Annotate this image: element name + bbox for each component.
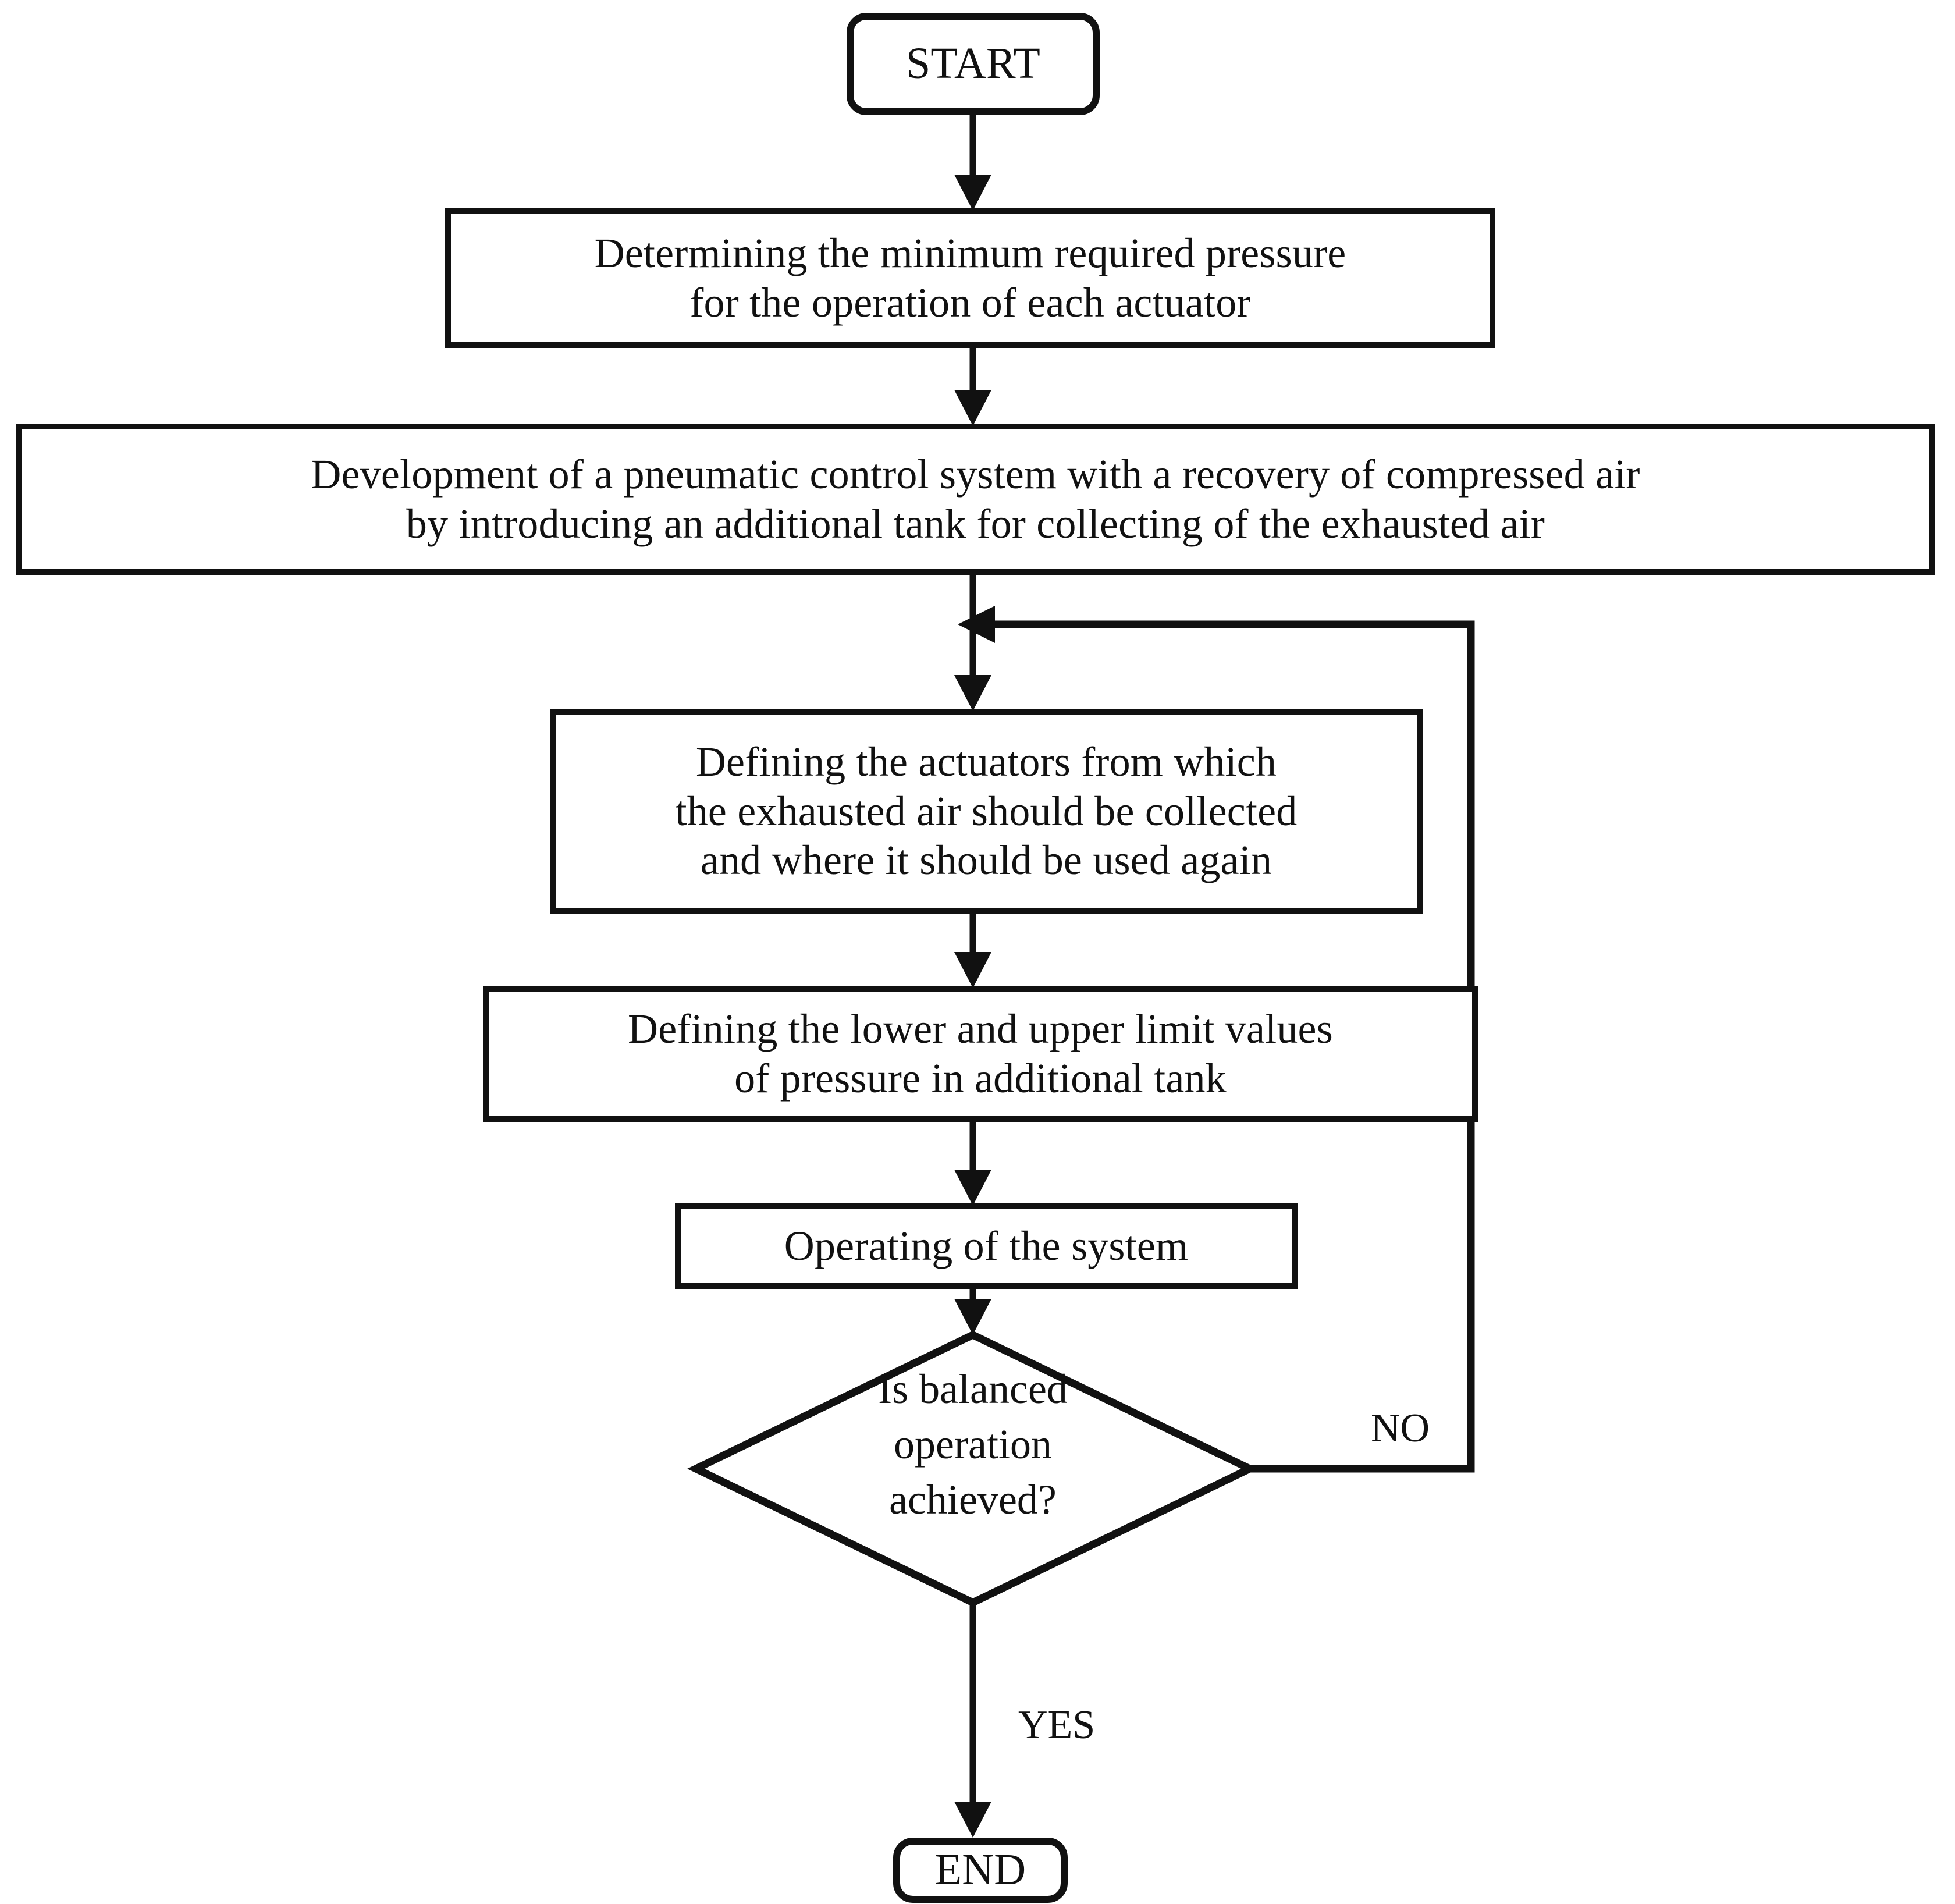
node-defining-actuators[interactable]: Defining the actuators from which the ex… <box>550 709 1423 914</box>
node-defining-actuators-label: Defining the actuators from which the ex… <box>556 737 1417 886</box>
connector-define-limits-to-operating <box>954 1122 991 1206</box>
node-defining-pressure-limits-label: Defining the lower and upper limit value… <box>489 1004 1472 1103</box>
connector-min-pressure-to-development <box>954 348 991 426</box>
text-line-1: Defining the lower and upper limit value… <box>628 1006 1333 1053</box>
connector-decision-yes-to-end <box>954 1603 991 1838</box>
connector-development-to-define-actuators <box>954 575 991 711</box>
edge-label-no: NO <box>1371 1406 1430 1451</box>
text-line-1: Determining the minimum required pressur… <box>594 230 1346 277</box>
node-end[interactable]: END <box>893 1838 1068 1903</box>
node-end-label: END <box>934 1845 1026 1895</box>
node-start-label: START <box>905 39 1041 88</box>
edge-label-yes: YES <box>1018 1703 1096 1747</box>
decision-diamond-shape <box>687 1330 1259 1607</box>
node-operating-system[interactable]: Operating of the system <box>675 1203 1298 1289</box>
node-development-pneumatic-system[interactable]: Development of a pneumatic control syste… <box>16 424 1935 575</box>
text-line-2: by introducing an additional tank for co… <box>406 500 1545 547</box>
node-determining-minimum-pressure[interactable]: Determining the minimum required pressur… <box>445 208 1495 348</box>
node-operating-system-label: Operating of the system <box>784 1223 1189 1270</box>
text-line-1: Development of a pneumatic control syste… <box>311 451 1640 498</box>
text-line-2: of pressure in additional tank <box>734 1055 1227 1102</box>
node-defining-pressure-limits[interactable]: Defining the lower and upper limit value… <box>483 986 1478 1122</box>
connector-define-actuators-to-define-limits <box>954 914 991 988</box>
connector-start-to-min-pressure <box>954 115 991 211</box>
node-determining-minimum-pressure-label: Determining the minimum required pressur… <box>451 229 1490 328</box>
text-line-2: for the operation of each actuator <box>689 279 1251 326</box>
text-line-1: Defining the actuators from which <box>695 738 1277 785</box>
node-development-pneumatic-system-label: Development of a pneumatic control syste… <box>22 450 1929 549</box>
text-line-3: and where it should be used again <box>700 837 1272 884</box>
node-start[interactable]: START <box>847 13 1100 115</box>
text-line-2: the exhausted air should be collected <box>675 787 1298 834</box>
connector-operating-to-decision <box>954 1289 991 1335</box>
